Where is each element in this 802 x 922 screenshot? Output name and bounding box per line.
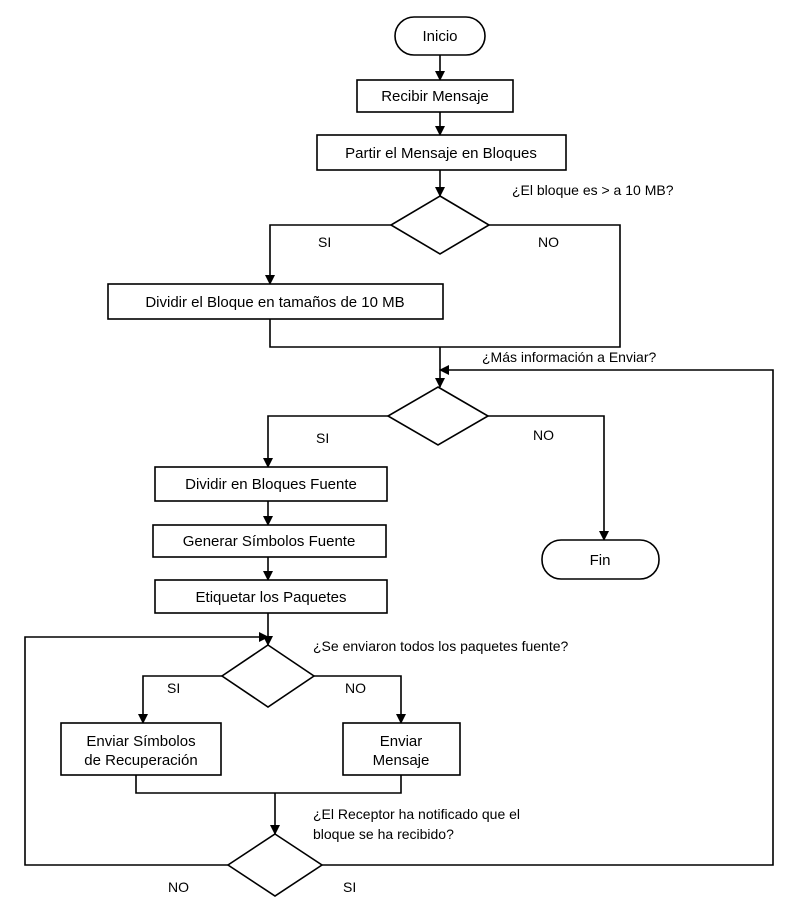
send-message-box [342, 722, 461, 776]
split-source-blocks-node: Dividir en Bloques Fuente [154, 466, 388, 502]
split-source-blocks-box [154, 466, 388, 502]
decision-all-packets-sent-question: ¿Se enviaron todos los paquetes fuente? [313, 638, 569, 654]
decision-block-size-question: ¿El bloque es > a 10 MB? [512, 182, 674, 198]
label-packets-box [154, 579, 388, 614]
end-node: Fin [541, 539, 660, 580]
edge-decision3-no [314, 675, 406, 724]
decision-block-size-no-label: NO [538, 234, 559, 250]
decision-all-packets-sent-diamond [220, 644, 316, 708]
decision-receiver-notified-question-line1: ¿El Receptor ha notificado que el [313, 806, 520, 822]
send-message-node: Enviar Mensaje [342, 722, 461, 776]
send-recovery-symbols-node: Enviar Símbolos de Recuperación [60, 722, 222, 776]
edge-recovery-to-merge [135, 775, 275, 794]
generate-source-symbols-box [152, 524, 387, 558]
decision-receiver-notified-no-label: NO [168, 879, 189, 895]
start-label: Inicio [422, 28, 457, 45]
edge-decision4-yes-loop [322, 365, 774, 866]
send-recovery-symbols-label-line2: de Recuperación [84, 752, 197, 769]
end-label: Fin [590, 552, 611, 569]
start-node: Inicio [394, 16, 486, 56]
decision-block-size: ¿El bloque es > a 10 MB? SI NO [318, 182, 674, 255]
label-packets-node: Etiquetar los Paquetes [154, 579, 388, 614]
edge-decision2-no [488, 415, 609, 541]
edge-sendmsg-to-merge [275, 775, 402, 794]
decision-more-info-question: ¿Más información a Enviar? [482, 349, 657, 365]
start-terminator [394, 16, 486, 56]
decision-more-info-yes-label: SI [316, 430, 329, 446]
decision-all-packets-sent-yes-label: SI [167, 680, 180, 696]
end-terminator [541, 539, 660, 580]
split-block-label: Dividir el Bloque en tamaños de 10 MB [145, 294, 404, 311]
receive-message-box [356, 79, 514, 113]
decision-more-info-no-label: NO [533, 427, 554, 443]
send-recovery-symbols-box [60, 722, 222, 776]
edge-decision4-no-loop [24, 632, 269, 866]
split-block-node: Dividir el Bloque en tamaños de 10 MB [107, 283, 444, 320]
edge-decision2-yes [263, 415, 388, 468]
edge-decision1-no [440, 224, 621, 348]
label-packets-label: Etiquetar los Paquetes [196, 589, 347, 606]
receive-message-label: Recibir Mensaje [381, 88, 489, 105]
split-message-node: Partir el Mensaje en Bloques [316, 134, 567, 171]
decision-all-packets-sent-no-label: NO [345, 680, 366, 696]
split-source-blocks-label: Dividir en Bloques Fuente [185, 476, 357, 493]
generate-source-symbols-label: Generar Símbolos Fuente [183, 533, 356, 550]
connectors [24, 55, 774, 866]
decision-more-info-diamond [386, 386, 490, 446]
receive-message-node: Recibir Mensaje [356, 79, 514, 113]
decision-all-packets-sent: ¿Se enviaron todos los paquetes fuente? … [167, 638, 569, 708]
send-message-label-line1: Enviar [380, 733, 423, 750]
split-message-label: Partir el Mensaje en Bloques [345, 145, 537, 162]
edge-decision1-yes [265, 224, 391, 285]
send-recovery-symbols-label-line1: Enviar Símbolos [86, 733, 195, 750]
split-message-box [316, 134, 567, 171]
decision-receiver-notified-question-line2: bloque se ha recibido? [313, 826, 454, 842]
decision-block-size-diamond [389, 195, 491, 255]
decision-more-info: ¿Más información a Enviar? SI NO [316, 349, 657, 446]
split-block-box [107, 283, 444, 320]
decision-receiver-notified: ¿El Receptor ha notificado que el bloque… [168, 806, 520, 897]
generate-source-symbols-node: Generar Símbolos Fuente [152, 524, 387, 558]
send-message-label-line2: Mensaje [373, 752, 430, 769]
decision-receiver-notified-diamond [226, 833, 324, 897]
decision-block-size-yes-label: SI [318, 234, 331, 250]
edge-decision3-yes [138, 675, 222, 724]
edge-splitblock-to-merge [269, 319, 440, 348]
decision-receiver-notified-yes-label: SI [343, 879, 356, 895]
